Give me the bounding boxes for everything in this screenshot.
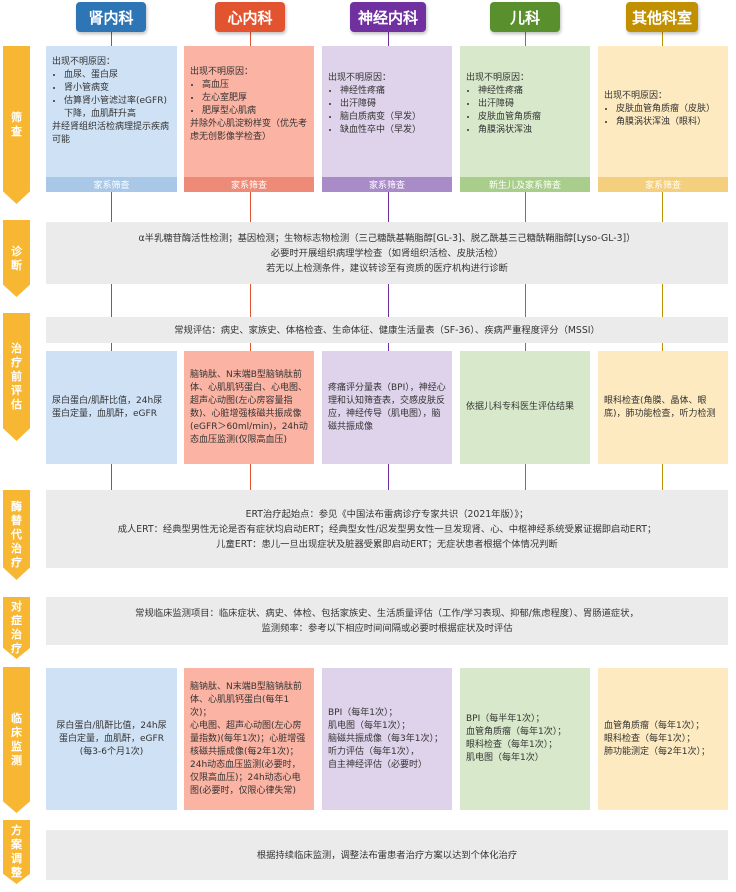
screening-cardio-list: 高血压 左心室肥厚 肥厚型心肌病	[190, 79, 308, 118]
list-item: 估算肾小管滤过率(eGFR)下降，血肌酐升高	[64, 95, 171, 121]
dept-header-cardio: 心内科	[215, 2, 285, 32]
list-item: 肾小管病变	[64, 82, 171, 95]
monitoring-line: 尿白蛋白/肌酐比值，24h尿蛋白定量，血肌酐，eGFR	[56, 720, 167, 744]
monitoring-peds: BPI（每半年1次）； 血管角质瘤（每年1次）； 眼科检查（每年1次）； 肌电图…	[460, 668, 590, 810]
pre-eval-neuro-text: 疼痛评分量表（BPI），神经心理和认知筛查表，交感皮肤反应，神经传导（肌电图），…	[328, 382, 446, 432]
monitoring-nephro: 尿白蛋白/肌酐比值，24h尿蛋白定量，血肌酐，eGFR (每3-6个月1次)	[46, 668, 177, 810]
diagnosis-line: 若无以上检测条件，建议转诊至有资质的医疗机构进行诊断	[266, 262, 508, 274]
list-item: 角膜涡状浑浊	[478, 124, 584, 137]
symptomatic-panel: 常规临床监测项目：临床症状、病史、体检、包括家族史、生活质量评估（工作/学习表现…	[46, 597, 728, 645]
dept-header-neuro: 神经内科	[350, 2, 426, 32]
dept-header-nephro: 肾内科	[76, 2, 146, 32]
pre-eval-other: 眼科检查(角膜、晶体、眼底)，肺功能检查，听力检测	[598, 351, 728, 464]
ert-line: 儿童ERT：患儿一旦出现症状及脏器受累即启动ERT；无症状患者根据个体情况判断	[216, 538, 558, 550]
list-item: 脑白质病变（早发）	[340, 111, 446, 124]
pre-eval-neuro: 疼痛评分量表（BPI），神经心理和认知筛查表，交感皮肤反应，神经传导（肌电图），…	[322, 351, 452, 464]
stage-symptomatic: 对症治疗	[3, 597, 30, 659]
monitoring-line: 眼科检查（每年1次）；	[604, 733, 696, 744]
screening-peds-list: 神经性疼痛 出汗障碍 皮肤血管角质瘤 角膜涡状浑浊	[466, 85, 584, 137]
monitoring-line: 心电图、超声心动图(左心房量指数)(每年1次)；心脏增强核磁共振成像(每2年1次…	[190, 720, 306, 757]
monitoring-line: 脑磁共振成像（每3年1次）；	[328, 733, 443, 744]
screening-other: 出现不明原因： 皮肤血管角质瘤（皮肤） 角膜涡状浑浊（眼科）	[598, 46, 728, 192]
screening-cardio-extra: 并除外心肌淀粉样变（优先考虑无创影像学检查）	[190, 119, 308, 142]
pre-eval-common: 常规评估：病史、家族史、体格检查、生命体征、健康生活量表（SF-36）、疾病严重…	[46, 317, 728, 343]
screening-peds-footer: 新生儿及家系筛查	[460, 177, 590, 192]
screening-nephro-extra: 并经肾组织活检病理提示疾病可能	[52, 122, 170, 145]
screening-neuro-heading: 出现不明原因：	[328, 73, 392, 83]
list-item: 出汗障碍	[478, 98, 584, 111]
screening-nephro-list: 血尿、蛋白尿 肾小管病变 估算肾小管滤过率(eGFR)下降，血肌酐升高	[52, 69, 171, 121]
monitoring-line: 肺功能测定（每2年1次）；	[604, 746, 710, 757]
diagnosis-panel: α半乳糖苷酶活性检测；基因检测；生物标志物检测（三己糖酰基鞘脂醇[GL-3]、脱…	[46, 222, 728, 284]
monitoring-neuro: BPI（每年1次）； 肌电图（每年1次）； 脑磁共振成像（每3年1次）； 听力评…	[322, 668, 452, 810]
diagnosis-line: 必要时开展组织病理学检查（如肾组织活检、皮肤活检）	[270, 247, 504, 259]
screening-neuro: 出现不明原因： 神经性疼痛 出汗障碍 脑白质病变（早发） 缺血性卒中（早发）	[322, 46, 452, 192]
ert-line: 成人ERT：经典型男性无论是否有症状均启动ERT；经典型女性/迟发型男女性一旦发…	[117, 523, 657, 535]
list-item: 皮肤血管角质瘤（皮肤）	[616, 103, 722, 116]
diagnosis-line: α半乳糖苷酶活性检测；基因检测；生物标志物检测（三己糖酰基鞘脂醇[GL-3]、脱…	[138, 232, 636, 244]
screening-other-list: 皮肤血管角质瘤（皮肤） 角膜涡状浑浊（眼科）	[604, 103, 722, 129]
monitoring-line: 24h动态血压监测(必要时，仅限高血压)；24h动态心电图(必要时，仅限心律失常…	[190, 759, 301, 796]
symptomatic-line: 常规临床监测项目：临床症状、病史、体检、包括家族史、生活质量评估（工作/学习表现…	[135, 608, 639, 619]
screening-nephro: 出现不明原因： 血尿、蛋白尿 肾小管病变 估算肾小管滤过率(eGFR)下降，血肌…	[46, 46, 177, 192]
screening-nephro-footer: 家系筛查	[46, 177, 177, 192]
list-item: 缺血性卒中（早发）	[340, 124, 446, 137]
monitoring-line: 听力评估（每年1次），	[328, 746, 420, 757]
pre-eval-peds: 依据儿科专科医生评估结果	[460, 351, 590, 464]
list-item: 角膜涡状浑浊（眼科）	[616, 116, 722, 129]
monitoring-line: 眼科检查（每年1次）；	[466, 740, 558, 750]
screening-nephro-heading: 出现不明原因：	[52, 57, 116, 67]
monitoring-line: 血管角质瘤（每年1次）；	[466, 727, 567, 737]
pre-eval-nephro-text: 尿白蛋白/肌酐比值，24h尿蛋白定量，血肌酐，eGFR	[52, 395, 163, 419]
monitoring-line: 肌电图（每年1次）	[466, 753, 544, 763]
stage-monitoring: 临床监测	[3, 667, 30, 813]
monitoring-other: 血管角质瘤（每年1次）； 眼科检查（每年1次）； 肺功能测定（每2年1次）；	[598, 668, 728, 810]
screening-other-heading: 出现不明原因：	[604, 91, 668, 101]
ert-line: ERT治疗起始点：参见《中国法布雷病诊疗专家共识（2021年版）》；	[245, 508, 529, 520]
adjust-text: 根据持续临床监测，调整法布雷患者治疗方案以达到个体化治疗	[256, 849, 518, 861]
stage-adjust: 方案调整	[3, 820, 30, 884]
stage-pre-eval: 治疗前评估	[3, 313, 30, 441]
stage-ert: 酶替代治疗	[3, 490, 30, 580]
screening-neuro-footer: 家系筛查	[322, 177, 452, 192]
screening-other-footer: 家系筛查	[598, 177, 728, 192]
screening-cardio: 出现不明原因： 高血压 左心室肥厚 肥厚型心肌病 并除外心肌淀粉样变（优先考虑无…	[184, 46, 314, 192]
dept-header-peds: 儿科	[490, 2, 560, 32]
monitoring-line: 自主神经评估（必要时）	[328, 759, 428, 770]
list-item: 神经性疼痛	[340, 85, 446, 98]
pre-eval-peds-text: 依据儿科专科医生评估结果	[466, 402, 575, 412]
monitoring-line: BPI（每年1次）；	[328, 707, 398, 718]
monitoring-line: 脑钠肽、N末端B型脑钠肽前体、心肌肌钙蛋白(每年1次)；	[190, 681, 302, 718]
screening-cardio-footer: 家系筛查	[184, 177, 314, 192]
adjust-panel: 根据持续临床监测，调整法布雷患者治疗方案以达到个体化治疗	[46, 830, 728, 880]
screening-peds-heading: 出现不明原因：	[466, 73, 530, 83]
pre-eval-cardio-text: 脑钠肽、N末端B型脑钠肽前体、心肌肌钙蛋白、心电图、超声心动图(左心房容量指数)…	[190, 369, 308, 445]
screening-neuro-list: 神经性疼痛 出汗障碍 脑白质病变（早发） 缺血性卒中（早发）	[328, 85, 446, 137]
screening-cardio-heading: 出现不明原因：	[190, 67, 254, 77]
list-item: 出汗障碍	[340, 98, 446, 111]
monitoring-line: 血管角质瘤（每年1次）；	[604, 720, 705, 731]
list-item: 神经性疼痛	[478, 85, 584, 98]
stage-diagnosis: 诊断	[3, 220, 30, 297]
list-item: 左心室肥厚	[202, 92, 308, 105]
monitoring-line: (每3-6个月1次)	[79, 746, 144, 757]
list-item: 肥厚型心肌病	[202, 105, 308, 118]
list-item: 血尿、蛋白尿	[64, 69, 171, 82]
list-item: 高血压	[202, 79, 308, 92]
pre-eval-other-text: 眼科检查(角膜、晶体、眼底)，肺功能检查，听力检测	[604, 395, 716, 419]
pre-eval-nephro: 尿白蛋白/肌酐比值，24h尿蛋白定量，血肌酐，eGFR	[46, 351, 177, 464]
list-item: 皮肤血管角质瘤	[478, 111, 584, 124]
dept-header-other: 其他科室	[626, 2, 698, 32]
monitoring-cardio: 脑钠肽、N末端B型脑钠肽前体、心肌肌钙蛋白(每年1次)； 心电图、超声心动图(左…	[184, 668, 314, 810]
stage-screening: 筛查	[3, 46, 30, 204]
symptomatic-line: 监测频率：参考以下相应时间间隔或必要时根据症状及时评估	[261, 623, 513, 634]
monitoring-line: 肌电图（每年1次）；	[328, 720, 411, 731]
pre-eval-cardio: 脑钠肽、N末端B型脑钠肽前体、心肌肌钙蛋白、心电图、超声心动图(左心房容量指数)…	[184, 351, 314, 464]
ert-panel: ERT治疗起始点：参见《中国法布雷病诊疗专家共识（2021年版）》； 成人ERT…	[46, 490, 728, 568]
monitoring-line: BPI（每半年1次）；	[466, 714, 545, 724]
pre-eval-common-text: 常规评估：病史、家族史、体格检查、生命体征、健康生活量表（SF-36）、疾病严重…	[174, 324, 600, 336]
screening-peds: 出现不明原因： 神经性疼痛 出汗障碍 皮肤血管角质瘤 角膜涡状浑浊	[460, 46, 590, 192]
